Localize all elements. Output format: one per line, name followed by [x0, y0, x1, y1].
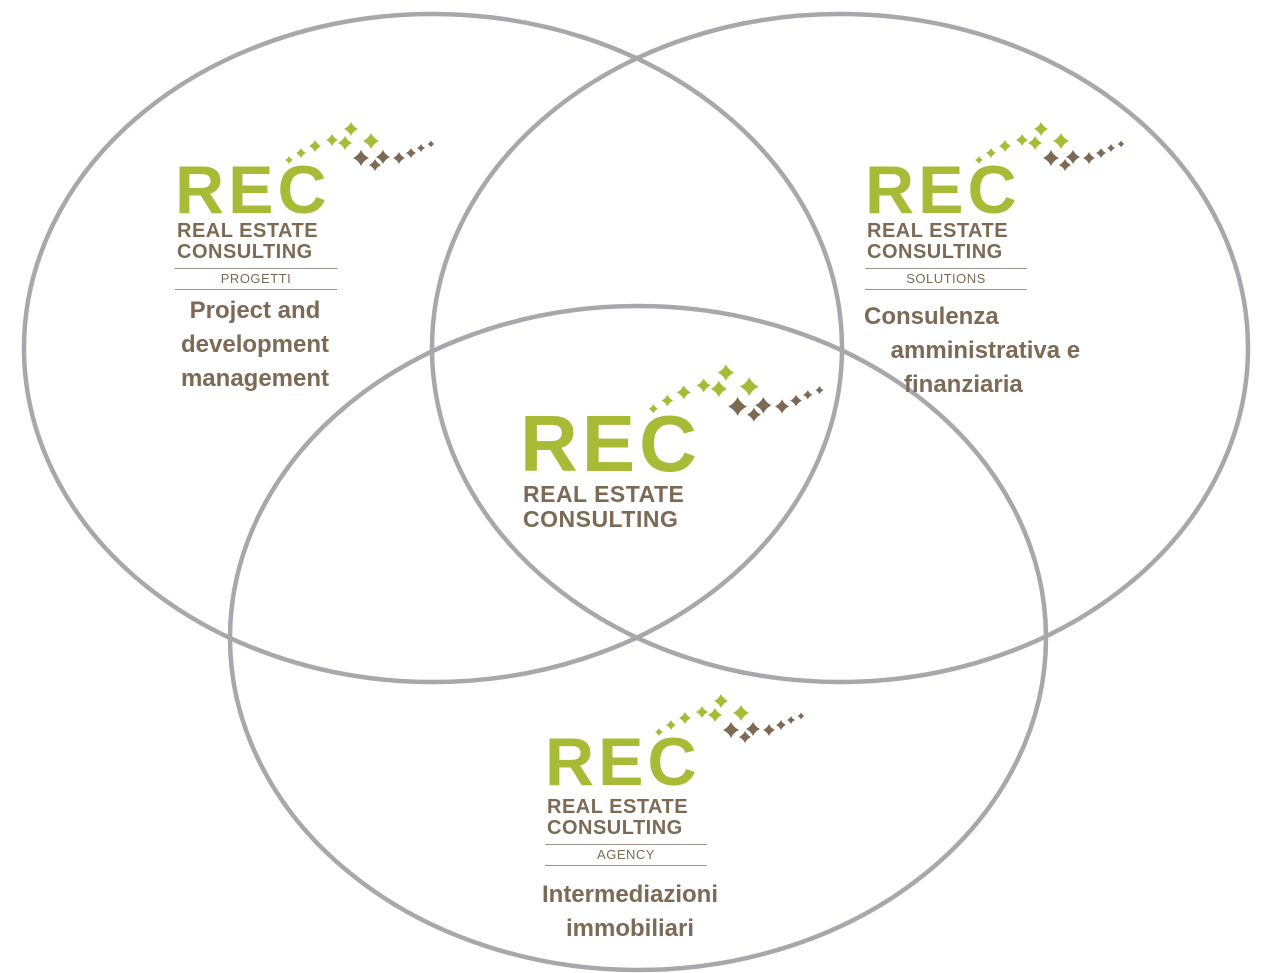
sparkle-star — [417, 144, 425, 152]
sparkle-star — [376, 150, 390, 164]
sparkle-star — [648, 404, 659, 414]
logo-mark: REC — [865, 152, 1021, 228]
sparkle-star — [975, 156, 983, 164]
sparkle-star — [787, 716, 795, 724]
sparkle-star — [763, 724, 775, 736]
sparkle-star — [728, 397, 747, 416]
sparkle-star — [708, 708, 722, 722]
sparkle-star — [776, 720, 786, 730]
sparkle-trail-icon — [648, 364, 824, 422]
logo-name-line2: CONSULTING — [177, 241, 313, 263]
sparkle-star — [326, 134, 338, 146]
sparkle-star — [344, 122, 358, 136]
sparkle-star — [1117, 140, 1125, 148]
logo-name-line2: CONSULTING — [547, 817, 683, 839]
sparkle-star — [746, 722, 760, 736]
logo-name-line2: CONSULTING — [523, 506, 679, 532]
logo-name-line1: REAL ESTATE — [867, 220, 1009, 242]
sparkle-star — [309, 140, 321, 152]
sparkle-star — [775, 399, 790, 414]
sparkle-star — [369, 159, 381, 171]
logo-mark: REC — [520, 399, 701, 488]
sparkle-star — [285, 156, 293, 164]
sparkle-star — [296, 148, 306, 158]
sparkle-star — [714, 694, 728, 708]
sparkle-star — [717, 364, 735, 381]
sparkle-star — [986, 148, 996, 158]
sparkle-star — [1066, 150, 1080, 164]
sparkle-star — [427, 140, 435, 148]
division-label: AGENCY — [545, 844, 707, 866]
sparkle-star — [1083, 152, 1095, 164]
logo-mark: REC — [545, 724, 701, 800]
logo-name-line2: CONSULTING — [867, 241, 1003, 263]
sparkle-star — [1096, 148, 1106, 158]
sparkle-star — [999, 140, 1011, 152]
circle-agency — [227, 303, 1049, 973]
logo-name-line1: REAL ESTATE — [177, 220, 319, 242]
logo-mark: REC — [175, 152, 331, 228]
logo-center: REC REAL ESTATE CONSULTING — [520, 362, 830, 542]
sparkle-star — [406, 148, 416, 158]
division-label: PROGETTI — [175, 268, 337, 290]
sparkle-star — [1034, 122, 1048, 136]
sparkle-star — [733, 705, 749, 721]
sparkle-star — [338, 136, 352, 150]
logo-progetti: REC REAL ESTATE CONSULTING PROGETTI — [175, 120, 440, 295]
logo-name-line1: REAL ESTATE — [523, 481, 685, 507]
description-progetti: Project and development management — [180, 297, 330, 392]
sparkle-star — [393, 152, 405, 164]
circle-solutions — [429, 11, 1251, 685]
sparkle-star — [723, 722, 739, 738]
sparkle-star — [739, 731, 751, 743]
logo-agency: REC REAL ESTATE CONSULTING AGENCY — [545, 692, 810, 872]
sparkle-trail-icon — [285, 122, 435, 171]
sparkle-trail-icon — [975, 122, 1125, 171]
division-label: SOLUTIONS — [865, 268, 1027, 290]
logo-name-line1: REAL ESTATE — [547, 796, 689, 818]
sparkle-star — [1028, 136, 1042, 150]
description-solutions: Consulenza amministrativa e finanziaria — [864, 303, 1081, 398]
sparkle-star — [666, 720, 676, 730]
sparkle-star — [797, 712, 805, 720]
sparkle-star — [803, 390, 813, 400]
sparkle-trail-icon — [655, 694, 805, 743]
sparkle-star — [790, 394, 802, 407]
sparkle-star — [696, 706, 708, 718]
description-agency: Intermediazioni immobiliari — [541, 881, 719, 942]
sparkle-star — [1107, 144, 1115, 152]
sparkle-star — [655, 728, 663, 736]
sparkle-star — [1016, 134, 1028, 146]
sparkle-star — [679, 712, 691, 724]
sparkle-star — [1059, 159, 1071, 171]
sparkle-star — [815, 385, 824, 395]
sparkle-star — [739, 377, 759, 396]
sparkle-star — [1043, 150, 1059, 166]
sparkle-star — [696, 378, 711, 393]
sparkle-star — [353, 150, 369, 166]
sparkle-star — [1053, 133, 1069, 149]
sparkle-star — [755, 397, 772, 414]
sparkle-star — [746, 407, 761, 422]
sparkle-star — [710, 380, 728, 398]
logo-solutions: REC REAL ESTATE CONSULTING SOLUTIONS — [865, 120, 1130, 295]
sparkle-star — [661, 394, 674, 407]
sparkle-star — [676, 385, 691, 400]
sparkle-star — [363, 133, 379, 149]
